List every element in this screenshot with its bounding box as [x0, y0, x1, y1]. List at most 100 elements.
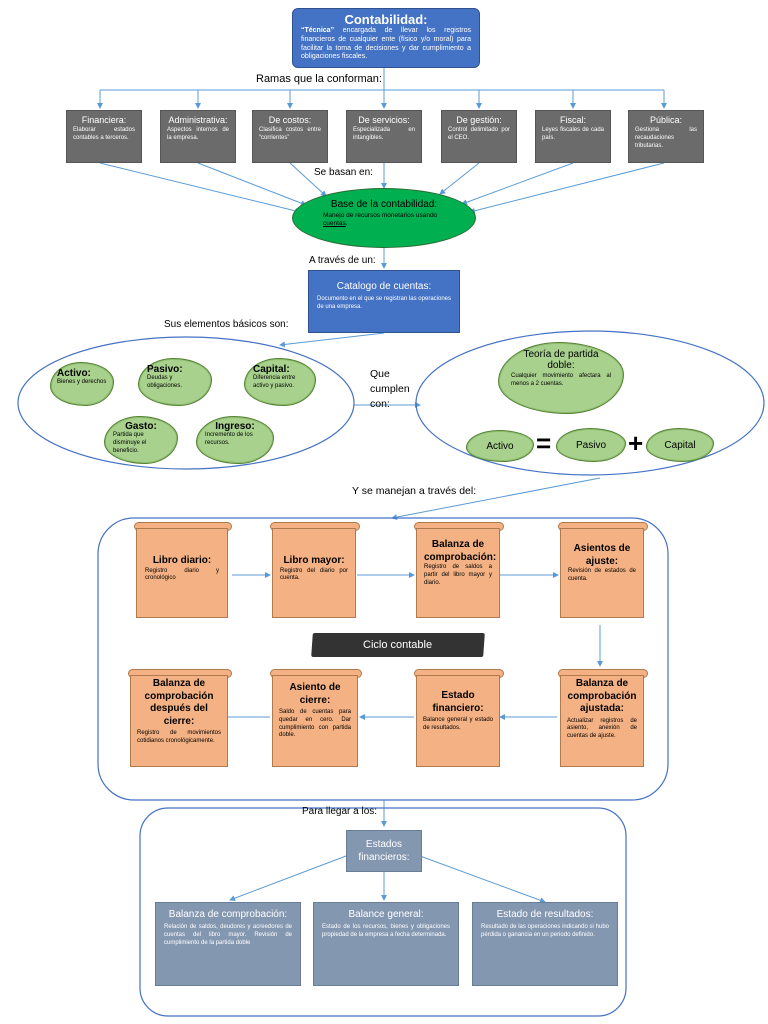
step-asiento-cierre: Asiento de cierre: Saldo de cuentas para… — [272, 675, 358, 767]
equation-pasivo: Pasivo — [556, 428, 626, 462]
branch-administrativa: Administrativa: Aspectos internos de la … — [160, 110, 236, 163]
equation-activo-label: Activo — [486, 440, 514, 452]
contabilidad-description-text: encargada de llevar los registros financ… — [301, 27, 471, 61]
cloud-desc: Bienes y derechos — [57, 379, 107, 385]
label-que-cumplen: Que cumplen con: — [370, 368, 410, 411]
label-a-traves: A través de un: — [309, 255, 376, 266]
partida-title: Teoría de partida doble: — [523, 349, 599, 371]
step-balanza-ajustada: Balanza de comprobación ajustada: Actual… — [560, 675, 644, 767]
base-desc-text: Manejo de recursos monetarios usando — [323, 212, 438, 219]
doc-title: Balanza de comprobación: — [168, 909, 288, 920]
step-desc: Balance general y estado de resultados. — [423, 717, 493, 731]
branch-desc: Clasifica costos entre “corrientes” — [259, 127, 321, 141]
estados-container — [139, 807, 627, 1017]
branch-desc: Gestiona las recaudaciones tributarias. — [635, 127, 697, 149]
step-balanza-despues-cierre: Balanza de comprobación después del cier… — [130, 675, 228, 767]
branch-title: Financiera: — [81, 115, 127, 125]
branch-desc: Leyes fiscales de cada país. — [542, 127, 604, 141]
cloud-pasivo: Pasivo: Deudas y obligaciones. — [138, 358, 212, 406]
label-se-basan: Se basan en: — [314, 167, 373, 178]
doc-desc: Relación de saldos, deudores y acreedore… — [164, 924, 292, 947]
cloud-desc: Deudas y obligaciones. — [147, 375, 183, 389]
step-desc: Registro de saldos a partir del libro ma… — [424, 564, 492, 586]
label-se-manejan: Y se manejan a través del: — [352, 485, 477, 497]
step-title: Estado financiero: — [432, 690, 484, 714]
step-desc: Actualizar registros de asiento, anexión… — [567, 717, 637, 740]
step-title: Balanza de comprobación después del cier… — [144, 678, 214, 727]
doc-title: Balance general: — [348, 909, 424, 920]
step-title: Balanza de comprobación: — [424, 539, 497, 563]
ciclo-contable-banner: Ciclo contable — [311, 633, 485, 657]
branch-fiscal: Fiscal: Leyes fiscales de cada país. — [535, 110, 611, 163]
catalogo-title: Catalogo de cuentas: — [336, 281, 432, 292]
label-ramas: Ramas que la conforman: — [256, 73, 382, 85]
step-estado-financiero: Estado financiero: Balance general y est… — [416, 675, 500, 767]
step-desc: Saldo de cuentas para quedar en cero. Da… — [279, 709, 351, 739]
step-title: Balanza de comprobación ajustada: — [567, 678, 637, 714]
branch-desc: Elaborar estados contables a terceros. — [73, 127, 135, 141]
cloud-partida-doble: Teoría de partida doble: Cualquier movim… — [498, 342, 624, 414]
partida-desc: Cualquier movimiento afectara al menos a… — [511, 373, 611, 387]
doc-balance-general: Balance general: Estado de los recursos,… — [313, 902, 459, 986]
base-desc-end: . — [345, 220, 348, 228]
step-asientos-ajuste: Asientos de ajuste: Revisión de estados … — [560, 528, 644, 618]
branch-title: Fiscal: — [559, 115, 586, 125]
step-title: Libro diario: — [152, 555, 212, 566]
branch-servicios: De servicios: Especializada en intangibl… — [346, 110, 422, 163]
branch-title: De costos: — [268, 115, 312, 125]
branch-title: De servicios: — [358, 115, 410, 125]
doc-desc: Resultado de las operaciones indicando s… — [481, 924, 609, 939]
catalogo-desc: Documento en el que se registran las ope… — [317, 296, 451, 311]
equation-pasivo-label: Pasivo — [575, 439, 606, 451]
cuentas-link: cuentas — [323, 220, 346, 228]
label-para-llegar: Para llegar a los: — [302, 806, 378, 817]
cloud-title: Gasto: — [125, 421, 157, 432]
cloud-activo: Activo: Bienes y derechos — [50, 362, 114, 406]
cloud-gasto: Gasto: Partida que disminuye el benefici… — [104, 416, 178, 464]
step-desc: Registro del diario por cuenta. — [280, 567, 348, 582]
branch-desc: Especializada en intangibles. — [353, 127, 415, 141]
cloud-title: Ingreso: — [215, 421, 255, 432]
equation-capital-label: Capital — [664, 439, 696, 451]
step-balanza-comprobacion: Balanza de comprobación: Registro de sal… — [416, 528, 500, 618]
ciclo-contable-label: Ciclo contable — [363, 639, 433, 651]
branch-publica: Pública: Gestiona las recaudaciones trib… — [628, 110, 704, 163]
base-desc: Manejo de recursos monetarios usando cue… — [323, 212, 445, 229]
branch-title: Pública: — [649, 115, 683, 125]
branch-desc: Control delimitado por el CEO. — [448, 127, 510, 141]
branch-title: Administrativa: — [168, 115, 228, 125]
contabilidad-box: Contabilidad: “Técnica” encargada de lle… — [292, 8, 480, 68]
cloud-title: Activo: — [57, 368, 91, 379]
branch-title: De gestión: — [456, 115, 502, 125]
cloud-desc: Partida que disminuye el beneficio. — [113, 432, 147, 454]
contabilidad-title: Contabilidad: — [344, 12, 428, 27]
base-title: Base de la contabilidad: — [330, 199, 438, 210]
cloud-title: Pasivo: — [147, 364, 183, 375]
contabilidad-description: “Técnica” encargada de llevar los regist… — [301, 27, 471, 62]
cloud-desc: Diferencia entre activo y pasivo. — [253, 375, 296, 389]
estados-financieros-box: Estados financieros: — [346, 830, 422, 872]
partida-oval — [415, 330, 765, 476]
doc-title: Estado de resultados: — [496, 909, 594, 920]
estados-title: Estados financieros: — [358, 839, 410, 863]
label-elementos: Sus elementos básicos son: — [164, 319, 289, 330]
branch-gestion: De gestión: Control delimitado por el CE… — [441, 110, 517, 163]
cloud-title: Capital: — [253, 364, 290, 375]
ciclo-container — [97, 517, 669, 801]
step-title: Asiento de cierre: — [289, 682, 341, 706]
elements-oval — [17, 336, 355, 470]
branch-financiera: Financiera: Elaborar estados contables a… — [66, 110, 142, 163]
step-desc: Registro diario y cronológico — [145, 567, 219, 582]
doc-balanza-comprobacion: Balanza de comprobación: Relación de sal… — [155, 902, 301, 986]
step-libro-mayor: Libro mayor: Registro del diario por cue… — [272, 528, 356, 618]
branch-desc: Aspectos internos de la empresa. — [167, 127, 229, 141]
step-desc: Registro de movimientos cotidianos crono… — [137, 730, 221, 744]
equation-activo: Activo — [466, 430, 534, 462]
cloud-capital: Capital: Diferencia entre activo y pasiv… — [244, 358, 316, 406]
equals-sign: = — [536, 428, 552, 458]
step-title: Asientos de ajuste: — [573, 543, 631, 567]
step-title: Libro mayor: — [283, 555, 345, 566]
doc-estado-resultados: Estado de resultados: Resultado de las o… — [472, 902, 618, 986]
plus-sign: + — [628, 428, 644, 458]
